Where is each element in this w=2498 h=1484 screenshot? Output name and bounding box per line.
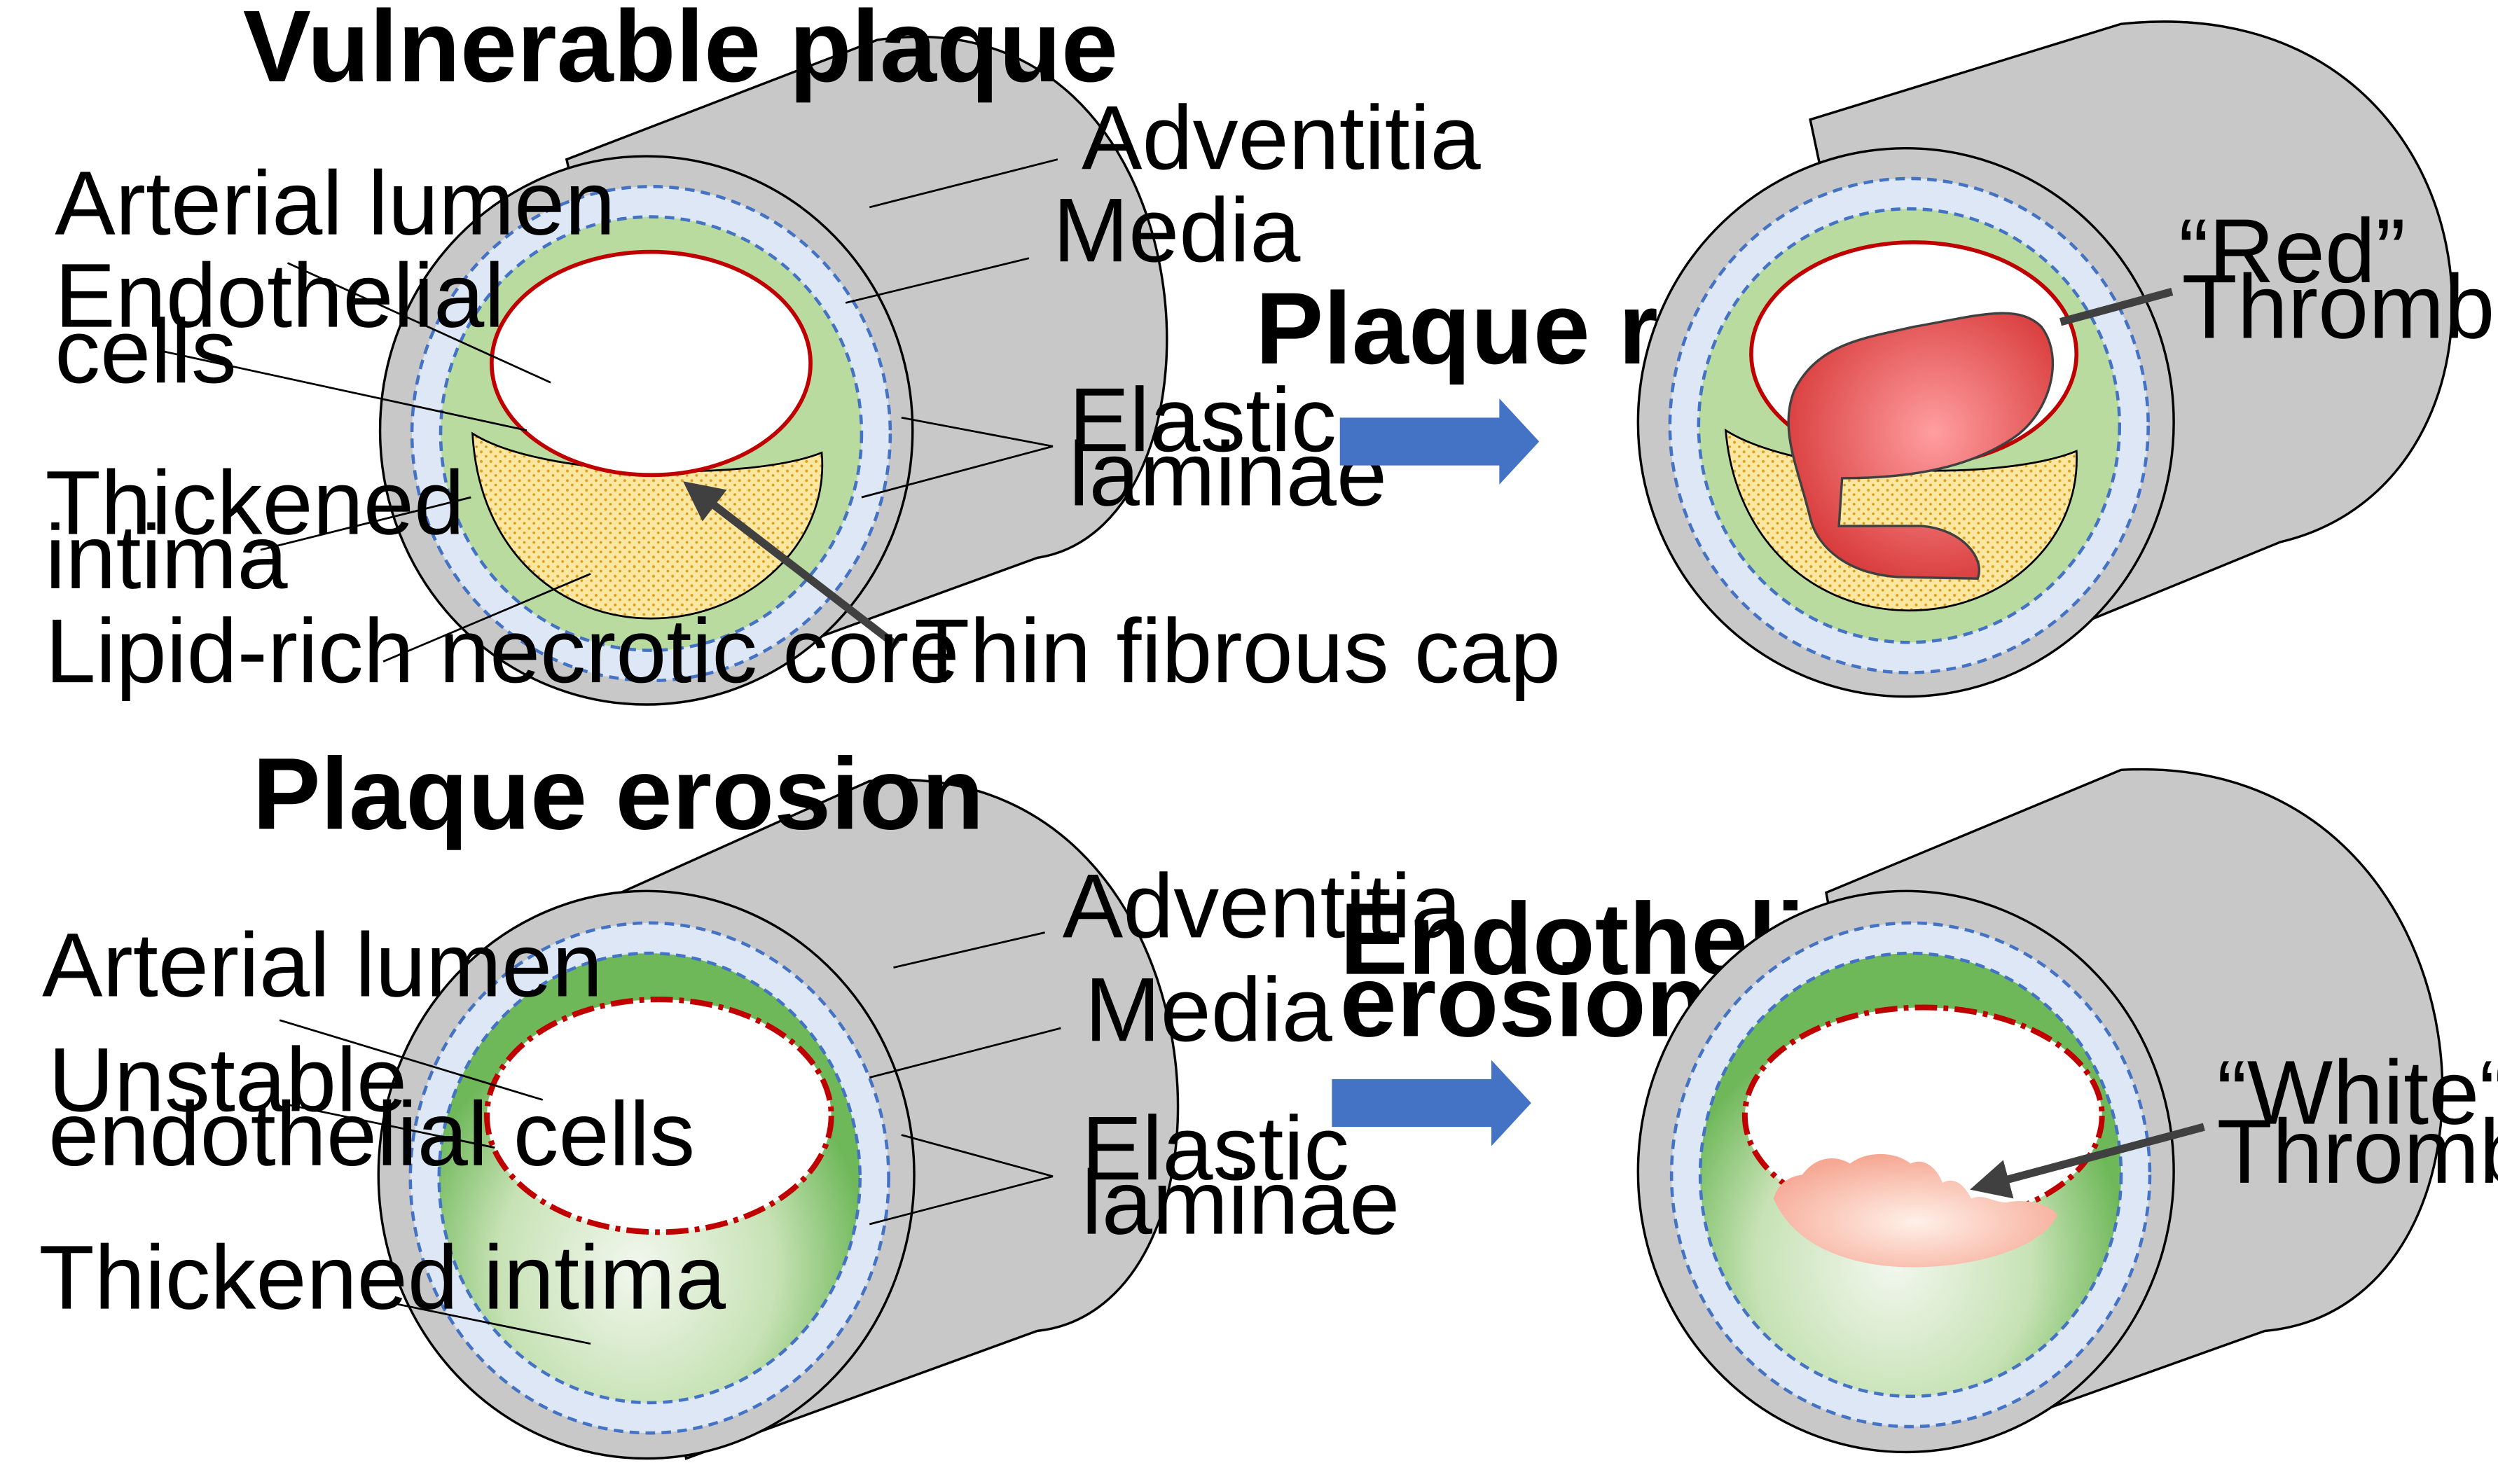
red-thrombus-pointer	[2059, 288, 2174, 326]
label-adventitia-2: Adventitia	[1063, 856, 1463, 957]
label-endothelial-line1: Endothelial	[55, 246, 504, 347]
fibrous-cap-arrow	[683, 481, 899, 649]
label-lipid-core: Lipid-rich necrotic core	[46, 601, 960, 702]
vulnerable-plaque-artery	[378, 35, 1168, 706]
label-thickened-intima: Thickened intima	[39, 1228, 726, 1329]
arterial-lumen	[484, 997, 834, 1235]
label-fibrous-cap: Thin fibrous cap	[914, 601, 1561, 702]
label-media-2: Media	[1085, 959, 1333, 1060]
elastic-lamina-outer	[408, 921, 890, 1435]
label-unstable-line2: endothelial cells	[48, 1084, 695, 1185]
erosion-leader-lines	[279, 931, 1061, 1345]
label-elastic-line1-2: Elastic	[1082, 1098, 1349, 1199]
endothelial-erosion-arrow	[1332, 1060, 1531, 1146]
plaque-erosion-artery	[377, 778, 1180, 1460]
label-adventitia: Adventitia	[1082, 88, 1482, 188]
vulnerable-leader-lines	[160, 158, 1058, 663]
label-red-line1: “Red”	[2179, 201, 2406, 302]
label-white-line2: Thrombus	[2217, 1102, 2498, 1202]
label-thickened-line2: intima	[46, 507, 289, 608]
elastic-lamina-outer	[1668, 176, 2150, 674]
eroded-plaque-artery	[1636, 768, 2444, 1454]
white-thrombus-pointer	[1970, 1123, 2205, 1199]
label-arterial-lumen: Arterial lumen	[55, 153, 615, 254]
label-white-line1: “White“	[2217, 1043, 2498, 1144]
label-media: Media	[1053, 180, 1301, 281]
white-thrombus	[1773, 1153, 2057, 1268]
label-elastic-line1: Elastic	[1069, 370, 1337, 471]
plaque-rupture-arrow	[1339, 398, 1540, 485]
ruptured-plaque-artery	[1636, 20, 2454, 698]
vulnerable-plaque-title: Vulnerable plaque	[243, 0, 1118, 103]
label-elastic-line2: laminae	[1069, 424, 1387, 525]
label-thickened-line1: Thickened	[46, 452, 465, 553]
elastic-lamina-outer	[410, 185, 892, 683]
plaque-erosion-title: Plaque erosion	[252, 737, 984, 851]
arterial-lumen	[490, 249, 813, 478]
label-endothelial-line2: cells	[55, 301, 237, 402]
label-elastic-line2-2: laminae	[1082, 1153, 1400, 1254]
elastic-lamina-outer	[1669, 921, 2152, 1429]
label-arterial-lumen-2: Arterial lumen	[42, 915, 602, 1016]
label-red-line2: Thrombus	[2181, 257, 2498, 358]
label-unstable-line1: Unstable	[48, 1029, 407, 1130]
endothelial-erosion-label-line2: erosion	[1340, 943, 1709, 1057]
red-thrombus	[1787, 312, 2055, 580]
